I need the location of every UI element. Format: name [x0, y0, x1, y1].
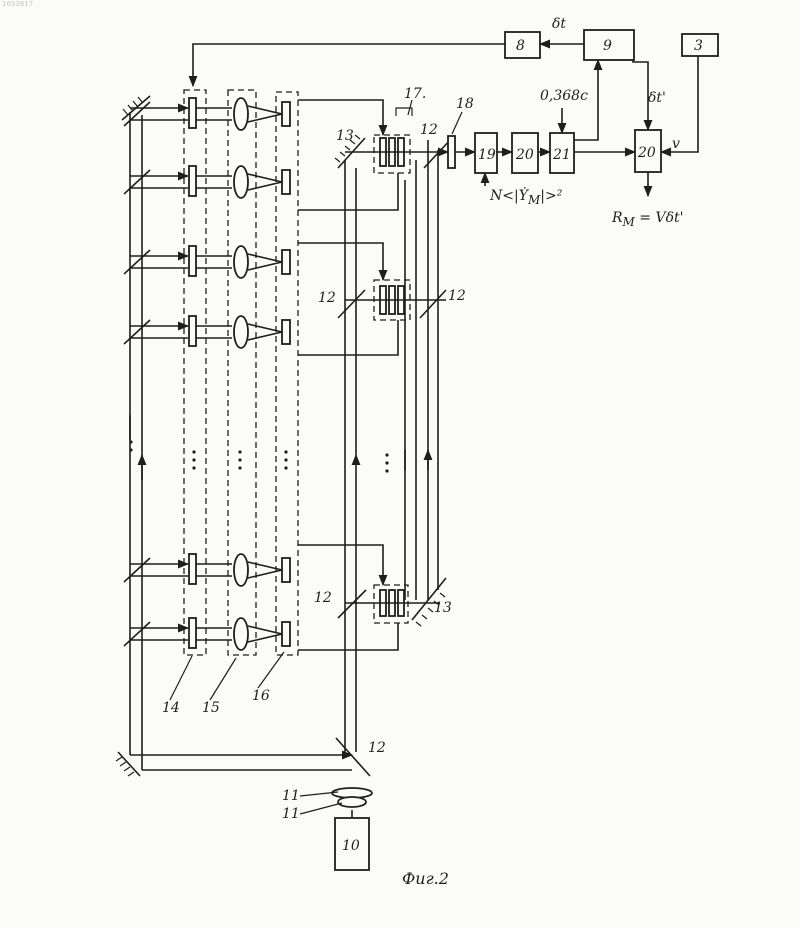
combiner-group-top — [298, 100, 452, 210]
block-19-label: 19 — [478, 147, 496, 163]
row-splitter — [124, 558, 150, 582]
label-18: 18 — [456, 96, 474, 112]
row-converge-lower — [248, 570, 282, 578]
label-15: 15 — [202, 700, 220, 716]
label-16: 16 — [252, 688, 270, 704]
svg-text:8: 8 — [516, 38, 525, 54]
block-20a-label: 20 — [515, 147, 534, 163]
label-v: v — [672, 136, 680, 152]
row-splitter — [124, 170, 150, 194]
row-converge-lower — [248, 332, 282, 340]
label-dt: δt — [552, 16, 566, 32]
label-12-mid-right: 12 — [448, 288, 466, 304]
channel-row — [124, 618, 290, 650]
row-splitter — [124, 250, 150, 274]
row-converge-upper — [248, 174, 282, 182]
row-converge-lower — [248, 634, 282, 642]
svg-text:9: 9 — [603, 38, 612, 54]
label-12-bottom: 12 — [314, 590, 332, 606]
row-converge-upper — [248, 254, 282, 262]
block-8: 8 — [505, 32, 540, 58]
detector — [282, 250, 290, 274]
detector — [282, 622, 290, 646]
lens — [234, 618, 248, 650]
main-beam-lines — [345, 140, 438, 752]
block-10-label: 10 — [342, 838, 360, 854]
lens — [234, 554, 248, 586]
channel-row — [124, 554, 290, 586]
row-splitter — [124, 622, 150, 646]
row-converge-upper — [248, 106, 282, 114]
block-9: 9 — [584, 30, 634, 60]
row-converge-lower — [248, 114, 282, 122]
row-converge-upper — [248, 626, 282, 634]
modulator — [189, 98, 196, 128]
channel-row — [124, 98, 290, 130]
block-3: 3 — [682, 34, 718, 56]
ellipsis-dots — [129, 440, 388, 472]
modulator — [189, 246, 196, 276]
block-20b-label: 20 — [637, 145, 656, 161]
feedback-line — [193, 44, 505, 86]
lens — [234, 166, 248, 198]
modulator — [189, 166, 196, 196]
label-13-bottom: 13 — [434, 600, 452, 616]
block-21-label: 21 — [552, 147, 571, 163]
label-11-b: 11 — [282, 806, 300, 822]
svg-text:3: 3 — [694, 38, 703, 54]
channel-row — [124, 316, 290, 348]
detector — [282, 170, 290, 194]
modulator — [189, 554, 196, 584]
label-rm: RM = Vδt' — [611, 210, 684, 229]
processing-chain: 19 20 21 20 — [475, 40, 698, 196]
element-18 — [448, 136, 475, 168]
lens — [234, 246, 248, 278]
laser-10: 10 — [335, 818, 369, 870]
label-12-mid-left: 12 — [318, 290, 336, 306]
row-splitter — [124, 320, 150, 344]
lens — [234, 316, 248, 348]
label-14: 14 — [162, 700, 180, 716]
channel-row — [124, 246, 290, 278]
label-12-splitter: 12 — [368, 740, 386, 756]
row-converge-upper — [248, 324, 282, 332]
label-11-a: 11 — [282, 788, 300, 804]
detector — [282, 320, 290, 344]
row-converge-lower — [248, 262, 282, 270]
row-converge-lower — [248, 182, 282, 190]
lens — [234, 98, 248, 130]
modulator — [189, 316, 196, 346]
channel-rows — [124, 98, 290, 650]
figure-caption: Фиг.2 — [402, 869, 449, 888]
label-17: 17. — [404, 86, 426, 102]
detector — [282, 102, 290, 126]
label-13-top: 13 — [336, 128, 354, 144]
label-12-top: 12 — [420, 122, 438, 138]
row-converge-upper — [248, 562, 282, 570]
modulator — [189, 618, 196, 648]
label-n-expr: N<|ẎM|>² — [489, 186, 563, 207]
label-dt-prime: δt' — [648, 90, 666, 106]
channel-row — [124, 166, 290, 198]
detector — [282, 558, 290, 582]
label-const: 0,368c — [540, 88, 588, 104]
